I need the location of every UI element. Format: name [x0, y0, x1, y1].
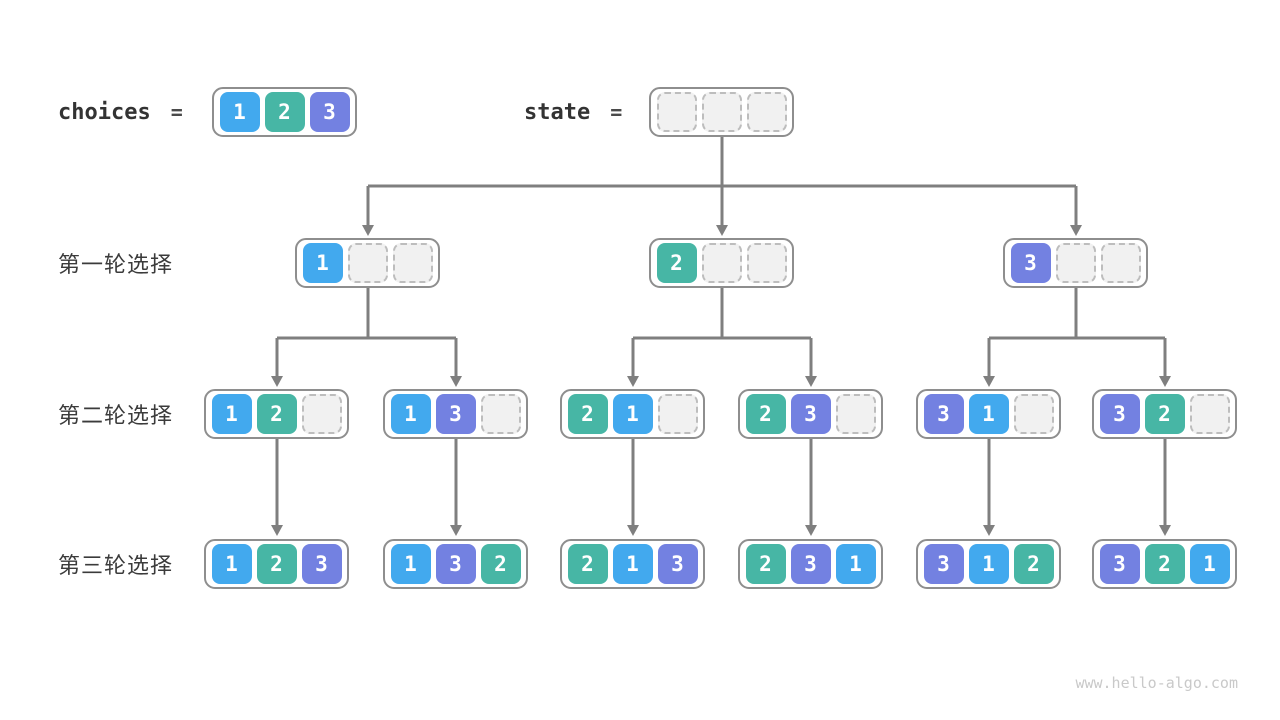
state-keyword: state: [524, 99, 591, 125]
state-box-round3: 1 3 2: [383, 539, 528, 589]
state-box-round1: 1: [295, 238, 440, 288]
cell: [701, 92, 742, 132]
cell: [1055, 243, 1096, 283]
cell: [480, 394, 521, 434]
cell: 2: [1144, 394, 1185, 434]
cell: 3: [1010, 243, 1051, 283]
state-box-round2: 2 1: [560, 389, 705, 439]
cell: [656, 92, 697, 132]
cell: 2: [1144, 544, 1185, 584]
cell: 1: [390, 394, 431, 434]
cell: [1189, 394, 1230, 434]
cell: 1: [612, 544, 653, 584]
cell: 3: [301, 544, 342, 584]
cell: 1: [390, 544, 431, 584]
choices-keyword: choices: [58, 99, 151, 125]
state-box-round2: 1 2: [204, 389, 349, 439]
state-box-round2: 2 3: [738, 389, 883, 439]
cell: [657, 394, 698, 434]
cell: 2: [745, 544, 786, 584]
state-box-round3: 2 3 1: [738, 539, 883, 589]
cell: 3: [923, 544, 964, 584]
round-2-label: 第二轮选择: [58, 403, 174, 428]
cell: 1: [219, 92, 260, 132]
equals-sign: =: [170, 100, 183, 124]
cell: 1: [302, 243, 343, 283]
cell: 3: [790, 394, 831, 434]
equals-sign: =: [610, 100, 623, 124]
round-1-label: 第一轮选择: [58, 252, 174, 277]
cell: 3: [790, 544, 831, 584]
state-box-round2: 3 1: [916, 389, 1061, 439]
state-box-round2: 3 2: [1092, 389, 1237, 439]
cell: 3: [435, 544, 476, 584]
cell: 2: [1013, 544, 1054, 584]
cell: 2: [567, 394, 608, 434]
cell: 3: [1099, 394, 1140, 434]
cell: 2: [480, 544, 521, 584]
cell: [701, 243, 742, 283]
cell: [301, 394, 342, 434]
state-box-round3: 3 1 2: [916, 539, 1061, 589]
cell: [835, 394, 876, 434]
state-box-round3: 2 1 3: [560, 539, 705, 589]
cell: 1: [835, 544, 876, 584]
choices-expression: choices =: [58, 87, 183, 137]
cell: 3: [309, 92, 350, 132]
cell: [746, 92, 787, 132]
cell: 2: [745, 394, 786, 434]
cell: 2: [264, 92, 305, 132]
cell: 2: [567, 544, 608, 584]
cell: [1013, 394, 1054, 434]
cell: 1: [211, 544, 252, 584]
cell: 2: [256, 544, 297, 584]
cell: 2: [256, 394, 297, 434]
state-box: [649, 87, 794, 137]
cell: [347, 243, 388, 283]
cell: [392, 243, 433, 283]
round-3-label: 第三轮选择: [58, 553, 174, 578]
cell: 3: [435, 394, 476, 434]
state-box-round2: 1 3: [383, 389, 528, 439]
cell: 3: [1099, 544, 1140, 584]
cell: 3: [657, 544, 698, 584]
state-box-round3: 3 2 1: [1092, 539, 1237, 589]
cell: 3: [923, 394, 964, 434]
cell: 1: [968, 544, 1009, 584]
watermark: www.hello-algo.com: [1075, 674, 1238, 692]
state-box-round1: 2: [649, 238, 794, 288]
cell: 1: [1189, 544, 1230, 584]
state-expression: state =: [524, 87, 622, 137]
cell: [746, 243, 787, 283]
cell: 1: [968, 394, 1009, 434]
state-box-round1: 3: [1003, 238, 1148, 288]
cell: 2: [656, 243, 697, 283]
choices-box: 1 2 3: [212, 87, 357, 137]
cell: 1: [612, 394, 653, 434]
cell: [1100, 243, 1141, 283]
state-box-round3: 1 2 3: [204, 539, 349, 589]
cell: 1: [211, 394, 252, 434]
